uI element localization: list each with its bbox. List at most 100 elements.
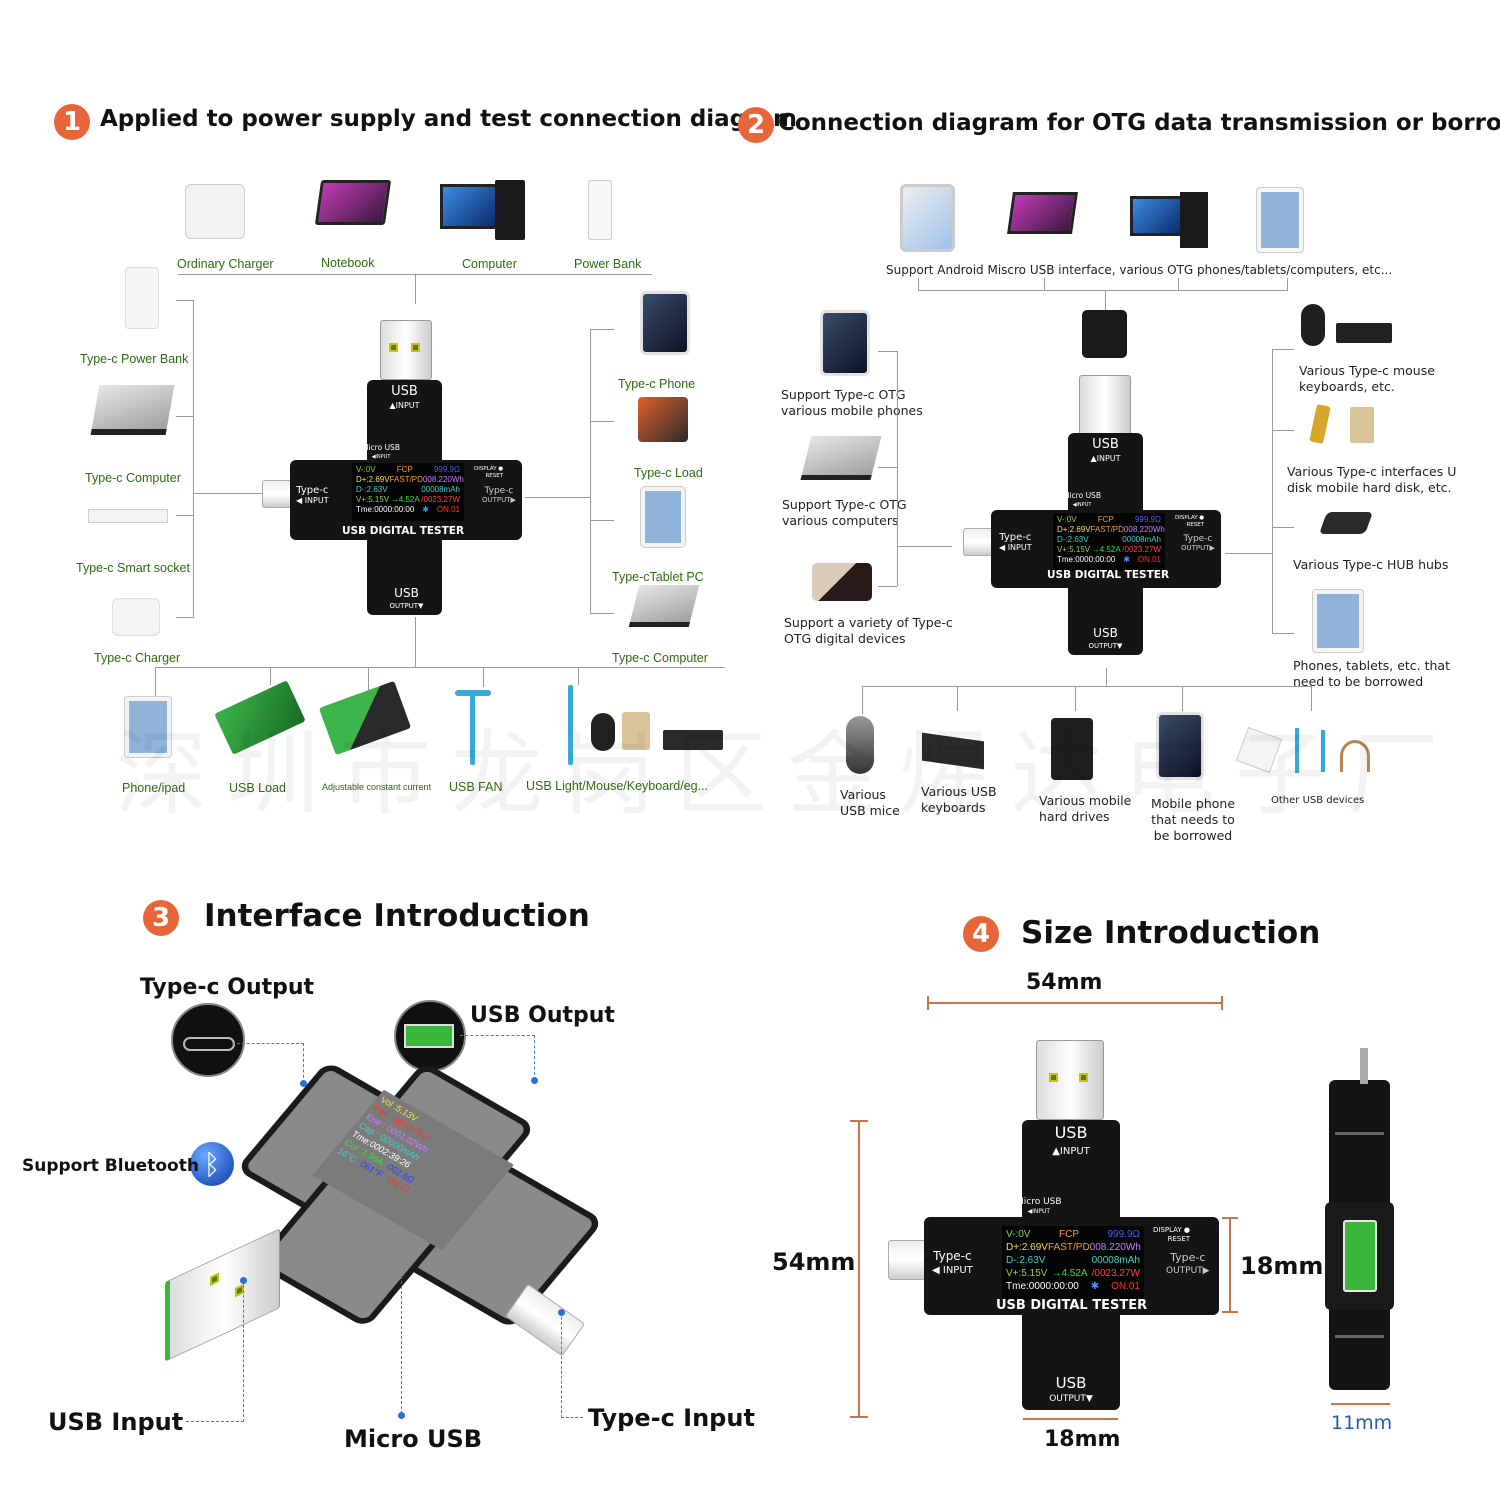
connector-line [176, 515, 193, 516]
callout-line [232, 1043, 304, 1083]
usb-light-icon [1295, 728, 1299, 773]
label-micro-usb: Micro USB◀INPUT [1016, 1197, 1062, 1216]
watermark: 深圳市龙岗区金煋达电子厂 [115, 721, 1460, 828]
typec-plug [888, 1240, 928, 1280]
label-typec-charger: Type-c Charger [94, 651, 181, 665]
label-typec-input: Type-c◀ INPUT [999, 532, 1032, 553]
laptop-icon [800, 436, 882, 480]
usb-port-zoom-icon [394, 1000, 466, 1072]
charger-icon [185, 184, 245, 239]
connector-line [1105, 290, 1106, 310]
power-bank-icon [588, 180, 612, 240]
label-usb-input: USB▲INPUT [1090, 437, 1121, 463]
connector-line [1272, 633, 1294, 634]
dim-height-line [858, 1120, 860, 1418]
connector-line [590, 329, 591, 614]
label-adjustable-constant-current: Adjustable constant current [322, 782, 432, 792]
dim-tick [1222, 1217, 1238, 1219]
tablet-phone-icon [1313, 590, 1363, 652]
label-usb-input-callout: USB Input [48, 1408, 184, 1436]
label-usb-output-callout: USB Output [470, 1003, 615, 1028]
connector-line [1272, 349, 1273, 633]
callout-line [186, 1280, 244, 1422]
label-power-bank: Power Bank [574, 257, 642, 271]
label-micro-usb-callout: Micro USB [344, 1425, 483, 1453]
connector-line [590, 520, 614, 521]
dim-width-line [927, 1002, 1223, 1004]
label-display-reset: DISPLAY ●RESET [1153, 1226, 1191, 1243]
label-usb-mice: Various USB mice [840, 787, 900, 818]
label-typec-tablet-pc: Type-cTablet PC [612, 570, 704, 584]
connector-line [897, 351, 898, 586]
camera-icon [812, 563, 872, 601]
tester-brand-label: USB DIGITAL TESTER [1047, 569, 1170, 581]
typec-plug [963, 528, 995, 556]
tester-brand-label: USB DIGITAL TESTER [342, 525, 465, 537]
label-mobile-hard-drives: Various mobile hard drives [1039, 793, 1132, 824]
mouse-icon [591, 713, 615, 751]
dim-tick [850, 1120, 868, 1122]
usb-hub-icon [1318, 512, 1374, 534]
label-micro-usb: Micro USB◀INPUT [1063, 491, 1101, 509]
label-otg-digital-devices: Support a variety of Type-c OTG digital … [784, 615, 953, 646]
usb-a-plug [1079, 375, 1131, 435]
label-support-bluetooth: Support Bluetooth [22, 1156, 199, 1176]
label-usb-input: USB▲INPUT [1052, 1123, 1090, 1158]
connector-line [525, 497, 590, 498]
label-typec-output-callout: Type-c Output [140, 975, 315, 1000]
connector-line [1178, 278, 1179, 290]
label-display-reset: DISPLAY ●RESET [1175, 515, 1205, 528]
label-computer: Computer [462, 257, 517, 271]
keyboard-icon [1336, 323, 1392, 343]
connector-line [862, 686, 1312, 687]
label-usb-input: USB▲INPUT [389, 384, 420, 410]
dim-width-label: 54mm [1026, 970, 1103, 995]
phone-icon [1156, 712, 1204, 780]
label-typec-hub: Various Type-c HUB hubs [1293, 557, 1449, 572]
tester-brand-label: USB DIGITAL TESTER [996, 1298, 1148, 1313]
label-display-reset: DISPLAY ●RESET [474, 466, 504, 479]
callout-dot [300, 1080, 307, 1087]
usb-tester-side-view [1325, 1080, 1394, 1390]
connector-line [483, 667, 484, 687]
label-typec-computer-right: Type-c Computer [612, 651, 708, 665]
phone-icon [820, 310, 870, 376]
hard-disk-icon [1350, 407, 1374, 443]
dim-tick [927, 996, 929, 1010]
label-usb-load: USB Load [229, 781, 286, 795]
label-typec-power-bank: Type-c Power Bank [80, 352, 189, 366]
callout-line [460, 1035, 535, 1080]
usb-port-green [1343, 1220, 1377, 1292]
connector-line [270, 667, 271, 685]
smart-socket-icon [88, 509, 168, 523]
usb-cable-icon [1340, 740, 1370, 772]
connector-line [176, 300, 193, 301]
connector-line [897, 546, 952, 547]
label-usb-keyboards: Various USB keyboards [921, 784, 997, 815]
typec-port-zoom-icon [171, 1003, 245, 1077]
dim-thickness-line [1331, 1403, 1390, 1405]
laptop-icon [628, 585, 700, 627]
dim-tick [1222, 1311, 1238, 1313]
section-3-title: Interface Introduction [204, 898, 590, 934]
phone-icon [640, 291, 690, 355]
callout-dot [398, 1412, 405, 1419]
connector-line [415, 274, 416, 304]
connector-line [1106, 668, 1107, 686]
computer-tower-icon [1180, 192, 1208, 248]
dim-arm-height-line [1229, 1217, 1231, 1313]
connector-line [918, 290, 1288, 291]
callout-line [561, 1312, 583, 1418]
connector-line [1182, 686, 1183, 711]
tablet-icon [1257, 188, 1303, 252]
computer-icon [440, 184, 500, 229]
micro-usb-adapter-icon [1082, 310, 1127, 358]
computer-tower-icon [495, 180, 525, 240]
